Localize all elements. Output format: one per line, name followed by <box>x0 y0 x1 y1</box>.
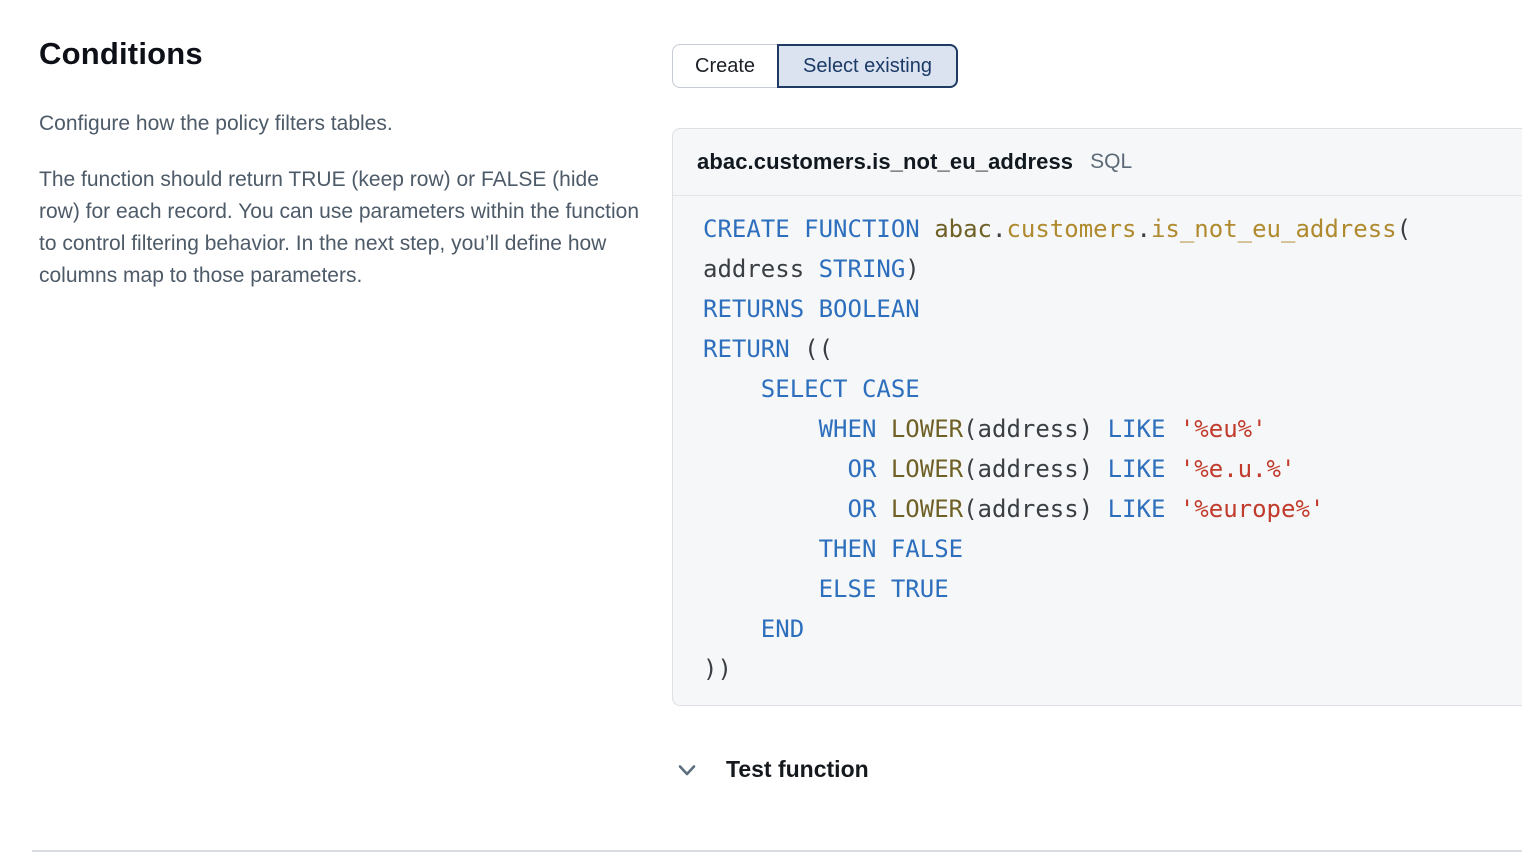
code-line: OR LOWER(address) LIKE '%e.u.%' <box>847 455 1296 483</box>
code-line: END <box>760 615 805 643</box>
section-description: The function should return TRUE (keep ro… <box>39 168 639 287</box>
function-panel-header: abac.customers.is_not_eu_address SQL <box>673 129 1522 196</box>
code-line: RETURN (( <box>703 335 834 363</box>
sql-code-block: CREATE FUNCTION abac.customers.is_not_eu… <box>673 196 1522 706</box>
code-line: CREATE FUNCTION abac.customers.is_not_eu… <box>703 215 1412 243</box>
create-tab[interactable]: Create <box>672 44 779 88</box>
code-line: address STRING) <box>703 255 920 283</box>
section-divider <box>32 850 1522 852</box>
function-code-panel: abac.customers.is_not_eu_address SQL CRE… <box>672 128 1522 706</box>
function-mode-toggle: Create Select existing <box>672 44 958 88</box>
code-line: THEN FALSE <box>818 535 964 563</box>
code-line: RETURNS BOOLEAN <box>703 295 920 323</box>
conditions-section: Conditions Configure how the policy filt… <box>39 36 639 292</box>
test-function-toggle[interactable]: Test function <box>676 756 869 783</box>
page-title: Conditions <box>39 36 203 71</box>
code-line: WHEN LOWER(address) LIKE '%eu%' <box>818 415 1267 443</box>
section-subtitle: Configure how the policy filters tables. <box>39 112 393 135</box>
code-line: SELECT CASE <box>760 375 920 403</box>
code-line: ELSE TRUE <box>818 575 949 603</box>
select-existing-tab[interactable]: Select existing <box>777 44 958 88</box>
code-line: OR LOWER(address) LIKE '%europe%' <box>847 495 1325 523</box>
language-badge: SQL <box>1090 150 1133 173</box>
function-name: abac.customers.is_not_eu_address <box>697 149 1074 174</box>
chevron-down-icon <box>676 759 698 781</box>
test-function-label: Test function <box>726 756 869 782</box>
code-line: )) <box>703 655 732 683</box>
